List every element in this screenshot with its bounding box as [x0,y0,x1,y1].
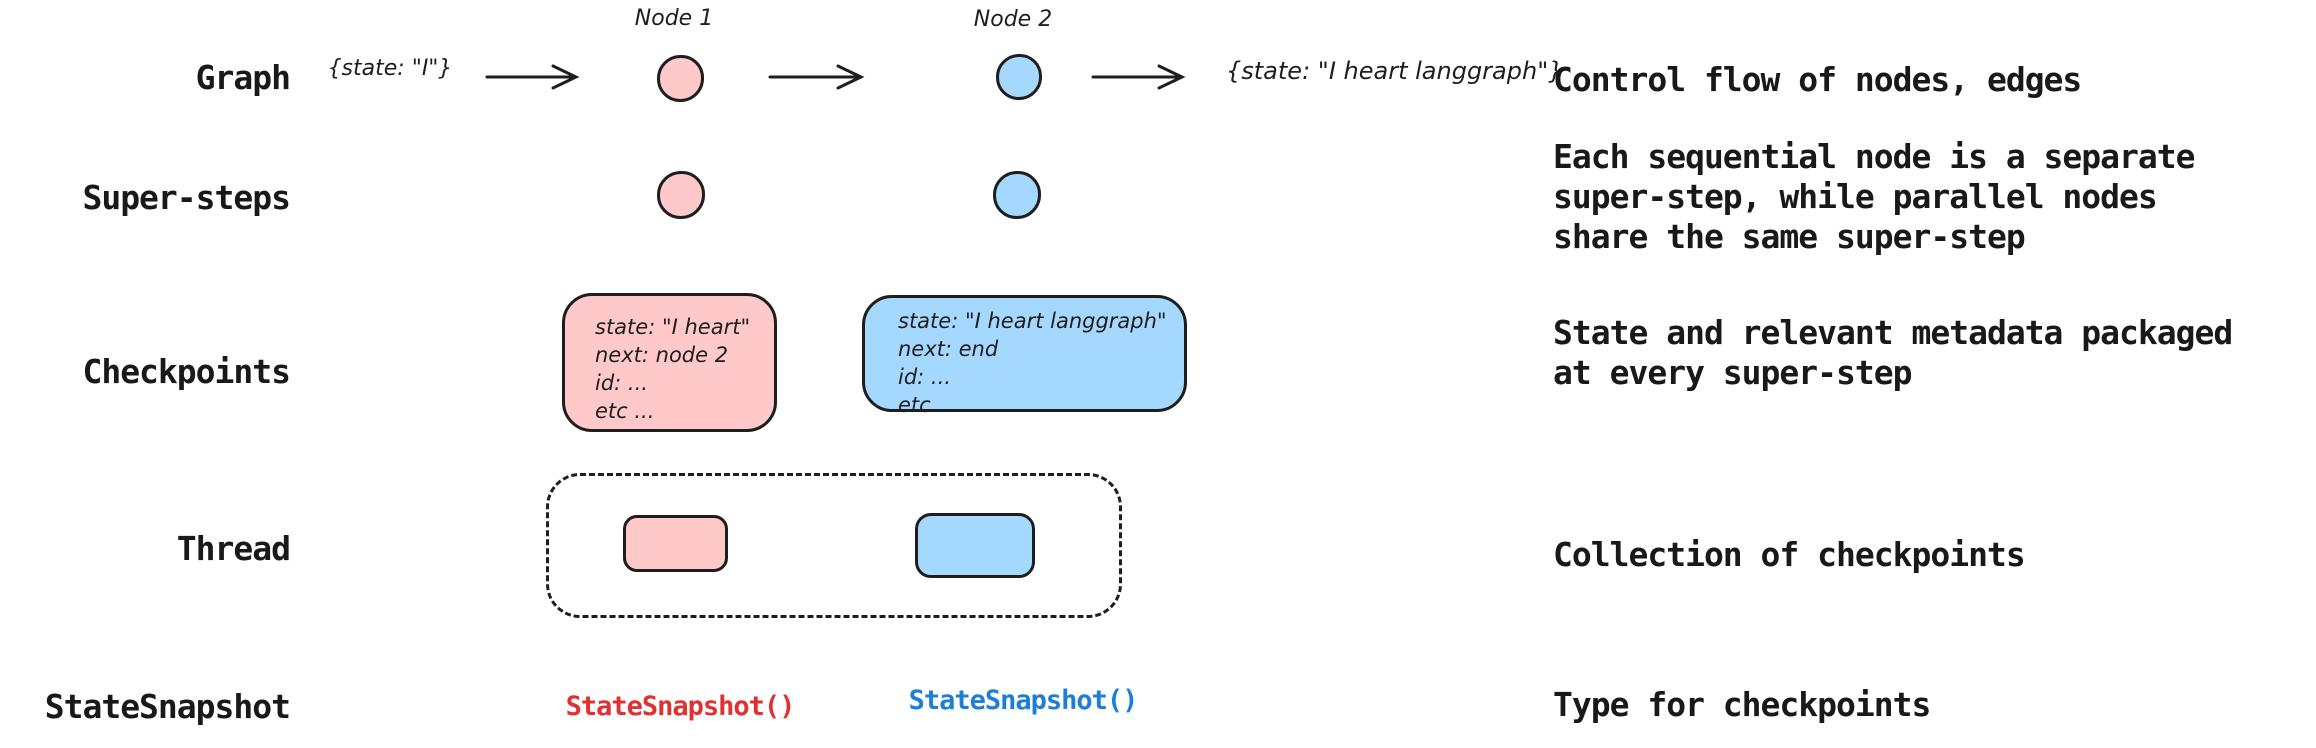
thread-boundary-box [546,473,1122,618]
checkpoint1-line: state: "I heart" [595,315,751,339]
checkpoint1-line: id: ... [595,371,648,395]
checkpoint2-line: state: "I heart langgraph" [898,309,1167,333]
row-label-statesnapshot: StateSnapshot [44,687,291,726]
checkpoint2-box: state: "I heart langgraph" next: end id:… [862,295,1187,417]
checkpoint1-line: etc ... [595,399,655,423]
statesnapshot-call-red: StateSnapshot() [565,691,796,722]
row-label-super-steps: Super-steps [82,178,291,217]
node2-circle [996,54,1042,100]
thread-description: Collection of checkpoints [1553,535,2026,574]
row-label-graph: Graph [195,58,291,97]
checkpoint2-line: id: ... [898,365,951,389]
super-step-node1-circle [657,171,705,219]
checkpoint2-line: next: end [898,337,999,361]
graph-description: Control flow of nodes, edges [1553,60,2082,99]
node1-label: Node 1 [634,6,714,31]
super-steps-description: Each sequential node is a separate super… [1553,137,2196,256]
statesnapshot-call-blue: StateSnapshot() [908,685,1139,716]
thread-checkpoint2-box [915,513,1035,578]
checkpoint2-line: etc ... [898,393,958,417]
arrow-right-icon [1091,64,1186,90]
graph-output-state-text: {state: "I heart langgraph"} [1226,57,1564,85]
super-step-node2-circle [993,171,1041,219]
node1-circle [657,55,704,102]
arrow-right-icon [485,64,580,90]
statesnapshot-description: Type for checkpoints [1553,685,1931,724]
graph-input-state-text: {state: "I"} [327,56,453,81]
checkpoint1-line: next: node 2 [595,343,729,367]
row-label-thread: Thread [176,529,291,568]
arrow-right-icon [768,64,865,90]
checkpoint1-box: state: "I heart" next: node 2 id: ... et… [562,293,777,432]
checkpoints-description: State and relevant metadata packaged at … [1553,313,2233,392]
row-label-checkpoints: Checkpoints [82,352,291,391]
thread-checkpoint1-box [623,515,728,572]
node2-label: Node 2 [973,7,1053,32]
